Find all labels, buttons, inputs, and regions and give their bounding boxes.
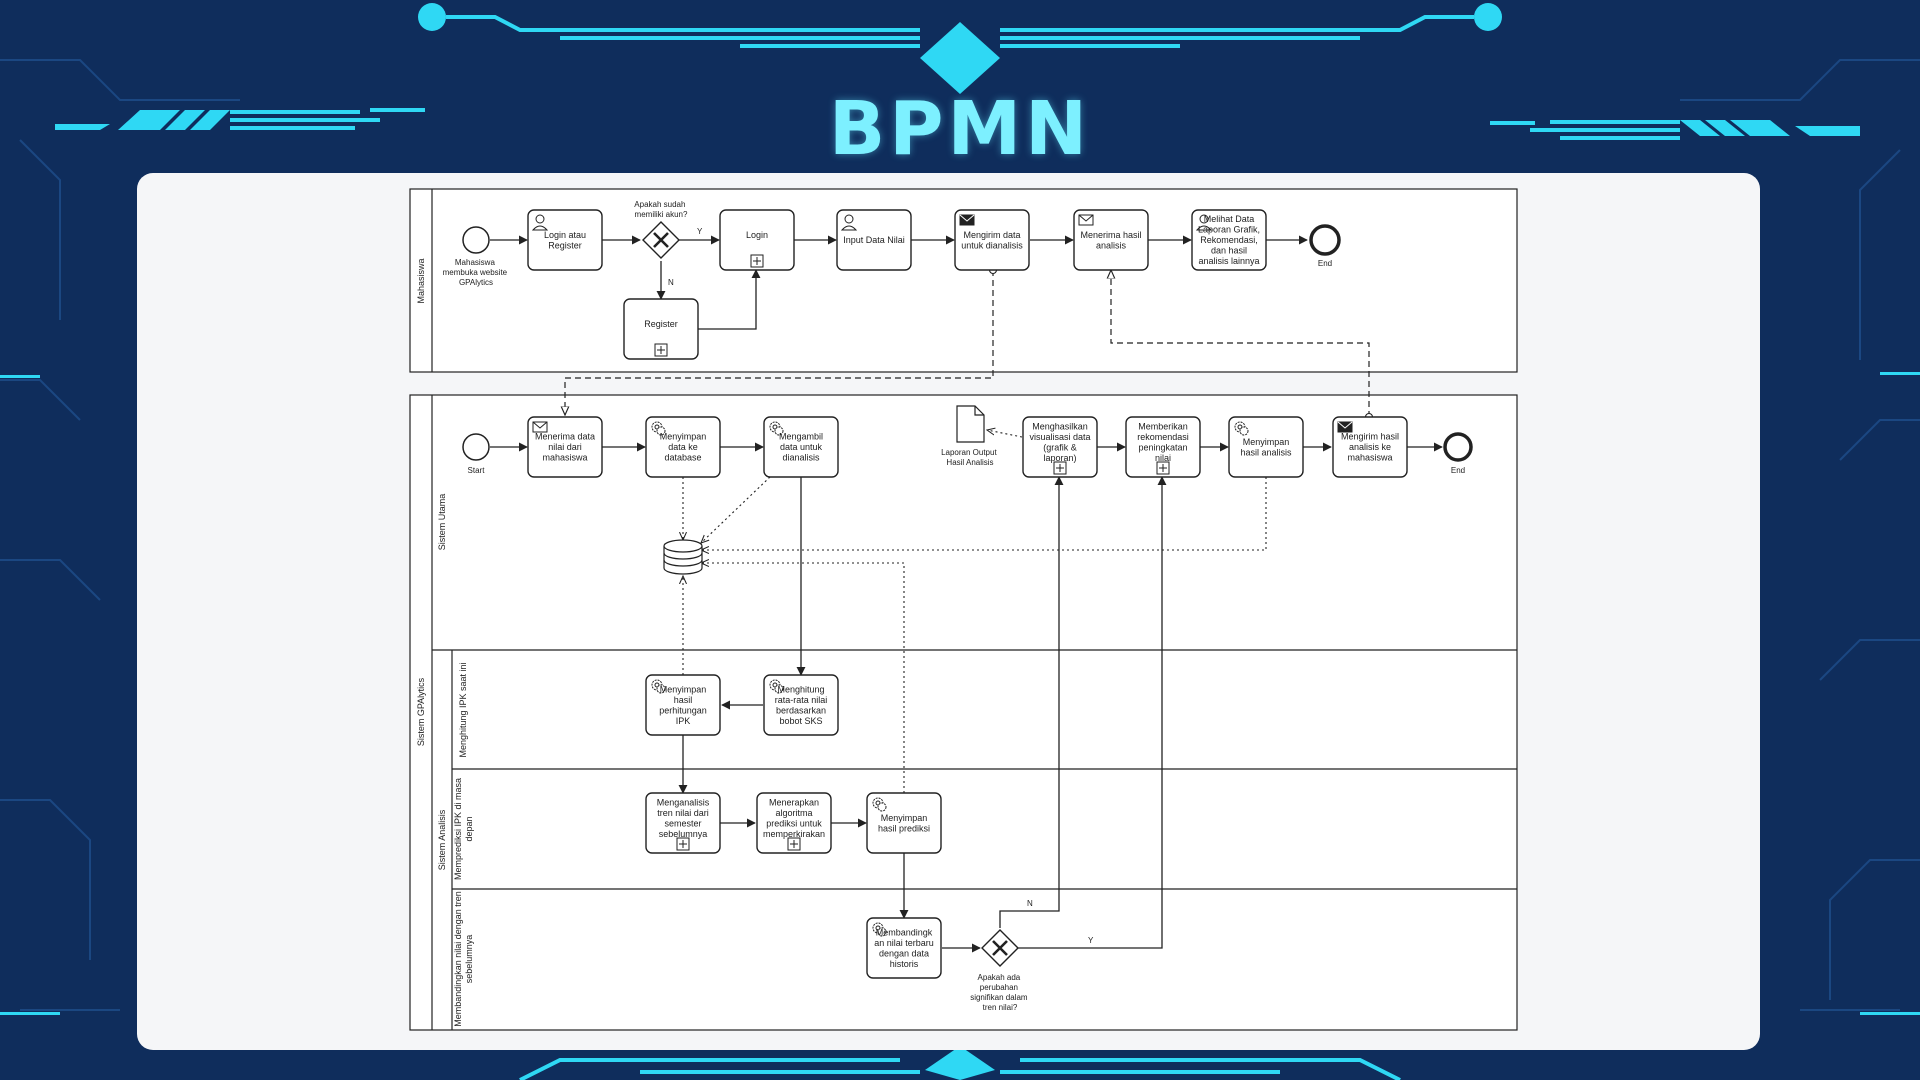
end-label-mahasiswa: End xyxy=(1318,259,1332,268)
gateway-trend-no-label: N xyxy=(1027,899,1033,908)
end-event-sistem xyxy=(1443,432,1473,462)
user-icon xyxy=(1195,214,1213,231)
envelope-filled-icon xyxy=(959,214,975,226)
gateway-trend xyxy=(981,929,1019,967)
gateway-question-account: Apakah sudah memiliki akun? xyxy=(634,200,688,219)
message-flows xyxy=(565,270,1370,417)
lane-label-sistem-analisis: Sistem Analisis xyxy=(437,809,447,870)
envelope-icon xyxy=(532,421,548,433)
start-event-mahasiswa xyxy=(462,226,490,254)
user-icon xyxy=(840,214,858,231)
data-associations xyxy=(683,430,1267,793)
subprocess-marker-icon xyxy=(787,837,801,851)
task-register: Register xyxy=(623,298,699,360)
subprocess-marker-icon xyxy=(676,837,690,851)
lane-label-prediksi: Memprediksi IPK di masadepan xyxy=(453,778,474,880)
start-label-sistem: Start xyxy=(468,466,486,475)
lane-label-ipk: Menghitung IPK saat ini xyxy=(458,662,468,757)
gear-icon xyxy=(769,679,784,694)
gear-icon xyxy=(769,421,784,436)
pool-label-sistem: Sistem GPAlytics xyxy=(416,677,426,746)
envelope-filled-icon xyxy=(1337,421,1353,433)
gateway-question-trend: Apakah ada perubahan signifikan dalam tr… xyxy=(970,973,1030,1012)
end-label-sistem: End xyxy=(1451,466,1465,475)
subprocess-marker-icon xyxy=(1053,461,1067,475)
pool-label-mahasiswa: Mahasiswa xyxy=(416,258,426,303)
start-event-sistem xyxy=(462,433,490,461)
user-icon xyxy=(531,214,549,231)
envelope-icon xyxy=(1078,214,1094,226)
gateway-yes-label: Y xyxy=(697,227,703,236)
gear-icon xyxy=(651,679,666,694)
gear-icon xyxy=(651,421,666,436)
task-register-label: Register xyxy=(644,319,678,329)
data-object-icon xyxy=(956,405,985,443)
data-object-label: Laporan Output Hasil Analisis xyxy=(941,448,999,467)
lane-label-sistem-utama: Sistem Utama xyxy=(437,494,447,551)
subprocess-marker-icon xyxy=(750,254,764,268)
gateway-account xyxy=(642,221,680,259)
task-input-data: Input Data Nilai xyxy=(836,209,912,271)
gear-icon xyxy=(872,797,887,812)
pool-sistem xyxy=(409,394,1518,1031)
task-login: Login xyxy=(719,209,795,271)
start-label-mahasiswa: Mahasiswa membuka website GPAlytics xyxy=(443,258,510,287)
task-login-label: Login xyxy=(746,230,768,240)
gateway-trend-yes-label: Y xyxy=(1088,936,1094,945)
end-event-mahasiswa xyxy=(1309,224,1341,256)
lane-label-tren: Membandingkan nilai dengan trensebelumny… xyxy=(453,891,474,1027)
subprocess-marker-icon xyxy=(654,343,668,357)
database-icon xyxy=(663,539,703,575)
page-title: BPMN xyxy=(828,86,1092,172)
gear-icon xyxy=(872,922,887,937)
sequence-flows xyxy=(490,235,1443,953)
gateway-no-label: N xyxy=(668,278,674,287)
gear-icon xyxy=(1234,421,1249,436)
subprocess-marker-icon xyxy=(1156,461,1170,475)
task-input-data-label: Input Data Nilai xyxy=(843,235,905,245)
